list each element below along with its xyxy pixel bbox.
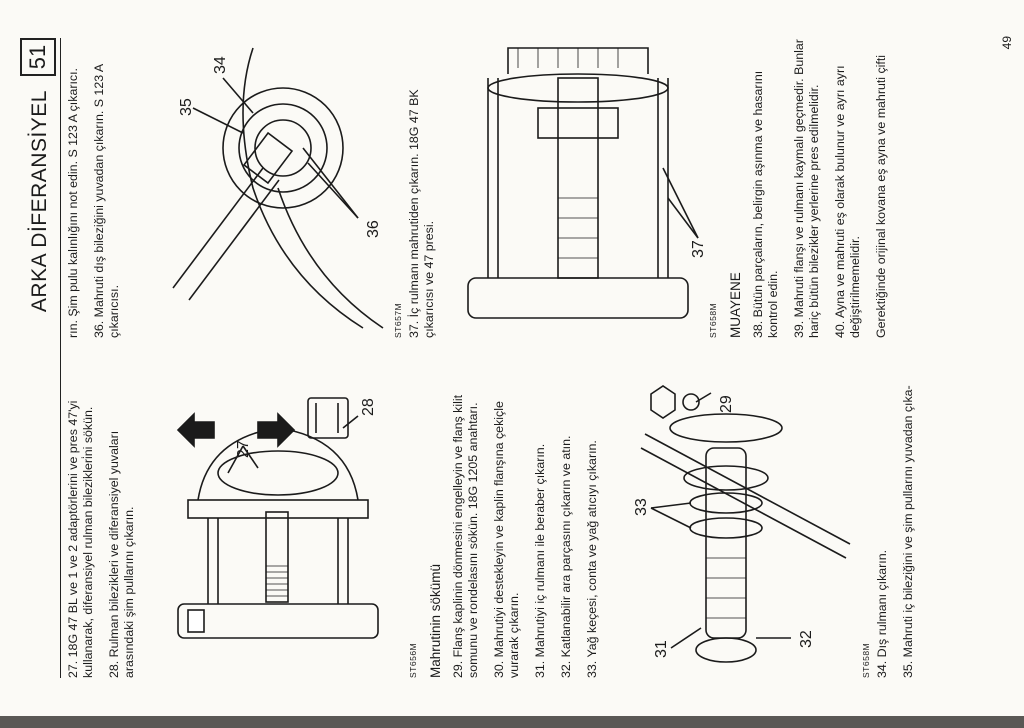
scanner-edge-band [0,716,1024,728]
callout-36: 36 [365,220,382,238]
step-32: 32. Katlanabilir ara parçasını çıkarın v… [559,435,573,678]
step-27: 27. 18G 47 BL ve 1 ve 2 adaptörlerini ve… [66,400,95,678]
figure-code: ST656M [408,642,418,678]
step-35: 35. Mahruti iç bileziğini ve şim pulları… [901,385,915,678]
final-paragraph: Gerektiğinde orijinal kovana eş ayna ve … [874,54,888,338]
left-column: 27. 18G 47 BL ve 1 ve 2 adaptörlerini ve… [66,378,996,678]
right-column: rın. Şim pulu kalınlığını not edin. S 12… [66,38,996,338]
step-33: 33. Yağ keçesi, conta ve yağ atıcıyı çık… [585,440,599,678]
section-heading-inspection: MUAYENE [728,272,743,338]
step-34: 34. Dış rulmanı çıkarın. [875,549,889,678]
figure-bearing-puller: 27 28 ST656M [148,378,418,678]
step-35-continued: rın. Şim pulu kalınlığını not edin. S 12… [66,68,80,338]
step-31: 31. Mahrutiyi iç rulmanı ile beraber çık… [533,443,547,678]
section-heading-pinion-removal: Mahrutinin sökümü [428,563,443,678]
callout-32: 32 [798,630,815,648]
figure-outer-race-extractor: 34 35 36 ST657M [133,38,403,338]
pinion-exploded-illustration: 29 31 32 33 [633,385,851,663]
callout-35: 35 [178,98,195,116]
step-28: 28. Rulman bilezikleri ve diferansiyel y… [107,430,136,678]
callout-28: 28 [360,398,377,416]
footer-page-number: 49 [1000,36,1014,50]
callout-27: 27 [235,440,252,458]
step-40: 40. Ayna ve mahruti eş olarak bulunur ve… [833,65,862,338]
callout-31: 31 [653,640,670,658]
bearing-puller-illustration: 27 28 [176,397,379,639]
page-title: ARKA DİFERANSİYEL [28,90,51,313]
callout-29: 29 [718,395,735,413]
step-38: 38. Bütün parçaların, belirgin aşınma ve… [751,70,780,338]
step-37: 37. İç rulmanı mahrutiden çıkarın. 18G 4… [407,89,436,338]
inner-bearing-puller-illustration: 37 [467,47,707,319]
figure-code: ST658M [861,642,871,678]
figure-pinion-exploded: 29 31 32 33 ST658M [611,378,871,678]
chapter-number-box: 51 [20,38,56,76]
page-header: ARKA DİFERANSİYEL 51 [0,38,61,678]
figure-code: ST657M [393,302,403,338]
callout-34: 34 [212,56,229,74]
step-29: 29. Flanş kaplinin dönmesini engelleyin … [451,394,480,678]
figure-code: ST658M [708,302,718,338]
callout-37: 37 [690,240,707,258]
step-39: 39. Mahruti flanşı ve rulmanı kaymalı ge… [792,39,821,338]
outer-race-extractor-illustration: 34 35 36 [172,47,384,329]
step-36: 36. Mahruti dış bileziğini yuvadan çıkar… [92,64,121,338]
step-30: 30. Mahrutiyi destekleyin ve kaplin flan… [492,401,521,678]
figure-inner-bearing-puller: 37 ST658M [448,38,718,338]
callout-33: 33 [633,498,650,516]
